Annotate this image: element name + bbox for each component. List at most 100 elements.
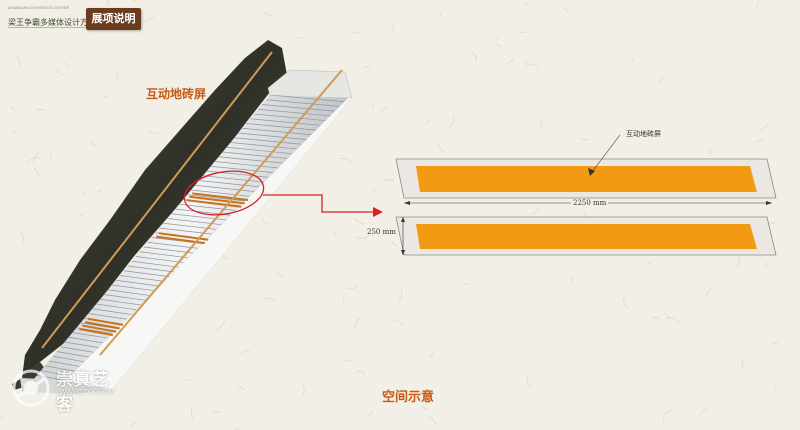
stair-step-edge: [179, 203, 240, 212]
stair-step-edge: [44, 365, 79, 373]
paper-fiber: [133, 0, 137, 2]
stair-step-edge: [202, 175, 268, 183]
stair-step-edge: [72, 332, 112, 340]
interactive-strip: [79, 328, 114, 337]
stair-step-edge: [171, 213, 230, 221]
stair-step-edge: [111, 284, 159, 292]
paper-fiber: [362, 66, 371, 69]
stair-step-edge: [56, 351, 93, 358]
paper-fiber: [392, 22, 396, 32]
stair-step-edge: [218, 156, 287, 164]
paper-fiber: [332, 230, 336, 237]
paper-fiber: [705, 288, 713, 298]
pointer-arrow: [263, 194, 375, 213]
stair-step-edge: [198, 180, 263, 188]
paper-fiber: [240, 350, 251, 354]
stair-step-edge: [60, 346, 98, 354]
stair-step-edge: [258, 108, 334, 117]
stair-step-edge: [262, 104, 339, 112]
paper-fiber: [571, 274, 574, 283]
floor-screen-title: 互动地砖屏: [146, 87, 207, 101]
paper-fiber: [264, 11, 276, 17]
paper-fiber: [427, 416, 437, 426]
stair-step-edge: [190, 189, 254, 198]
rock-wall: [22, 40, 287, 378]
stair-step-edge: [92, 308, 136, 316]
height-dimension-label: 250 mm: [367, 228, 396, 236]
paper-fiber: [354, 217, 366, 225]
stair-step-edge: [108, 289, 154, 297]
paper-fiber: [579, 137, 589, 140]
stair-step-edge: [68, 336, 107, 344]
stair-step-edge: [100, 298, 145, 306]
callout-label: 互动地砖屏: [626, 130, 661, 138]
paper-fiber: [262, 219, 272, 225]
paper-fiber: [116, 71, 120, 81]
paper-fiber: [439, 10, 444, 18]
paper-fiber: [632, 58, 635, 63]
stair-step-edge: [96, 303, 140, 311]
stair-step-edge: [123, 270, 173, 278]
paper-fiber: [11, 129, 16, 134]
paper-fiber: [10, 105, 17, 111]
paper-fiber: [765, 261, 770, 269]
stair-step-edge: [163, 222, 221, 231]
stair-step-edge: [230, 142, 301, 150]
highlight-ellipse: [183, 170, 265, 216]
paper-fiber: [27, 157, 42, 162]
paper-fiber: [659, 76, 665, 84]
stair-step-edge: [52, 355, 88, 363]
paper-fiber: [425, 119, 430, 126]
callout-leader: [591, 134, 621, 173]
height-dim-arrow-top: [401, 217, 405, 222]
paper-fiber: [392, 241, 398, 246]
paper-fiber: [437, 142, 445, 152]
paper-fiber: [342, 296, 345, 302]
paper-fiber: [103, 95, 109, 98]
paper-fiber: [662, 417, 665, 424]
stair-step-edge: [48, 360, 83, 368]
header-chinese-title: 梁王争霸多媒体设计方案: [8, 18, 96, 27]
paper-fiber: [506, 57, 515, 64]
stair-step-edge: [250, 118, 325, 127]
stair-step-edge: [194, 184, 259, 193]
paper-fiber: [130, 423, 137, 427]
stair-step-edge: [115, 279, 164, 287]
paper-fiber: [79, 213, 86, 217]
paper-fiber: [371, 189, 376, 194]
paper-fiber: [471, 51, 477, 62]
space-diagram-title: 空间示意: [382, 390, 435, 405]
stair-step-edge: [210, 165, 278, 174]
interactive-strip: [87, 317, 124, 326]
stair-step-edge: [187, 194, 249, 202]
stair-step-edge: [266, 99, 344, 108]
paper-fiber: [523, 3, 530, 5]
paper-fiber: [755, 139, 765, 144]
paper-fiber: [741, 359, 744, 371]
width-dim-arrow-right: [766, 201, 772, 205]
paper-fiber: [524, 60, 528, 67]
paper-fiber: [448, 116, 454, 128]
panel-bottom-screen: [416, 224, 757, 249]
paper-fiber: [529, 64, 538, 69]
watermark-url: WWW.CZYK.COM: [56, 389, 115, 396]
paper-fiber: [56, 69, 65, 76]
stair-step-edge: [64, 341, 102, 349]
paper-fiber: [429, 352, 433, 358]
stair-step-edge: [238, 132, 311, 141]
stair-step-edge: [226, 146, 296, 155]
stair-step-edge: [206, 170, 273, 179]
paper-fiber: [338, 158, 352, 163]
paper-fiber: [352, 30, 362, 34]
paper-fiber: [393, 320, 405, 327]
header-divider: [8, 27, 94, 28]
paper-fiber: [563, 6, 569, 12]
left-handrail: [41, 51, 273, 349]
paper-fiber: [345, 284, 359, 290]
paper-fiber: [519, 31, 527, 34]
paper-fiber: [494, 36, 500, 41]
paper-fiber: [342, 359, 352, 364]
paper-fiber: [140, 16, 154, 23]
pointer-arrowhead: [373, 207, 383, 217]
